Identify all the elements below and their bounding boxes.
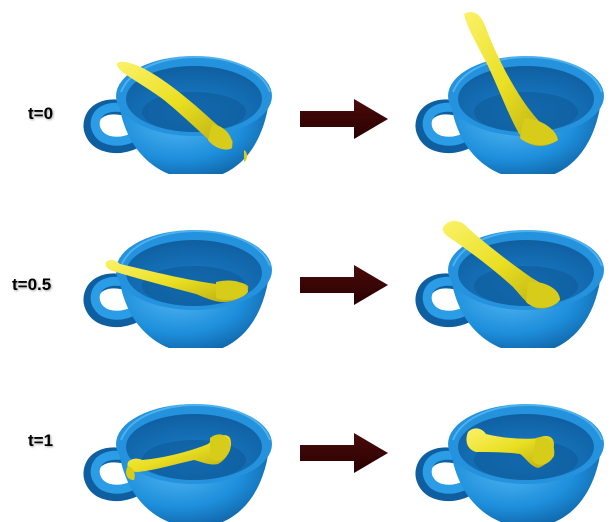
- transition-arrow: [300, 99, 390, 139]
- row-t0: t=0: [0, 0, 613, 174]
- cup-after-t1: [408, 348, 608, 522]
- spoon-shape: [466, 428, 554, 468]
- time-label: t=1: [28, 431, 54, 450]
- spoon-shape: [464, 11, 552, 146]
- spoon-shape: [117, 61, 233, 148]
- cup-before-t0: [76, 0, 276, 174]
- cup-after-t0-5: [408, 174, 608, 348]
- transition-arrow: [300, 433, 390, 473]
- row-t0-5: t=0.5: [0, 174, 613, 348]
- transition-arrow: [300, 265, 390, 305]
- cup-before-t0-5: [76, 174, 276, 348]
- time-label: t=0: [28, 104, 54, 123]
- spoon-shape: [127, 435, 232, 472]
- time-label: t=0.5: [12, 275, 52, 294]
- cup-before-t1: [76, 348, 276, 522]
- spoon-shape: [105, 259, 249, 302]
- row-t1: t=1: [0, 348, 613, 522]
- cup-after-t0: [408, 0, 608, 174]
